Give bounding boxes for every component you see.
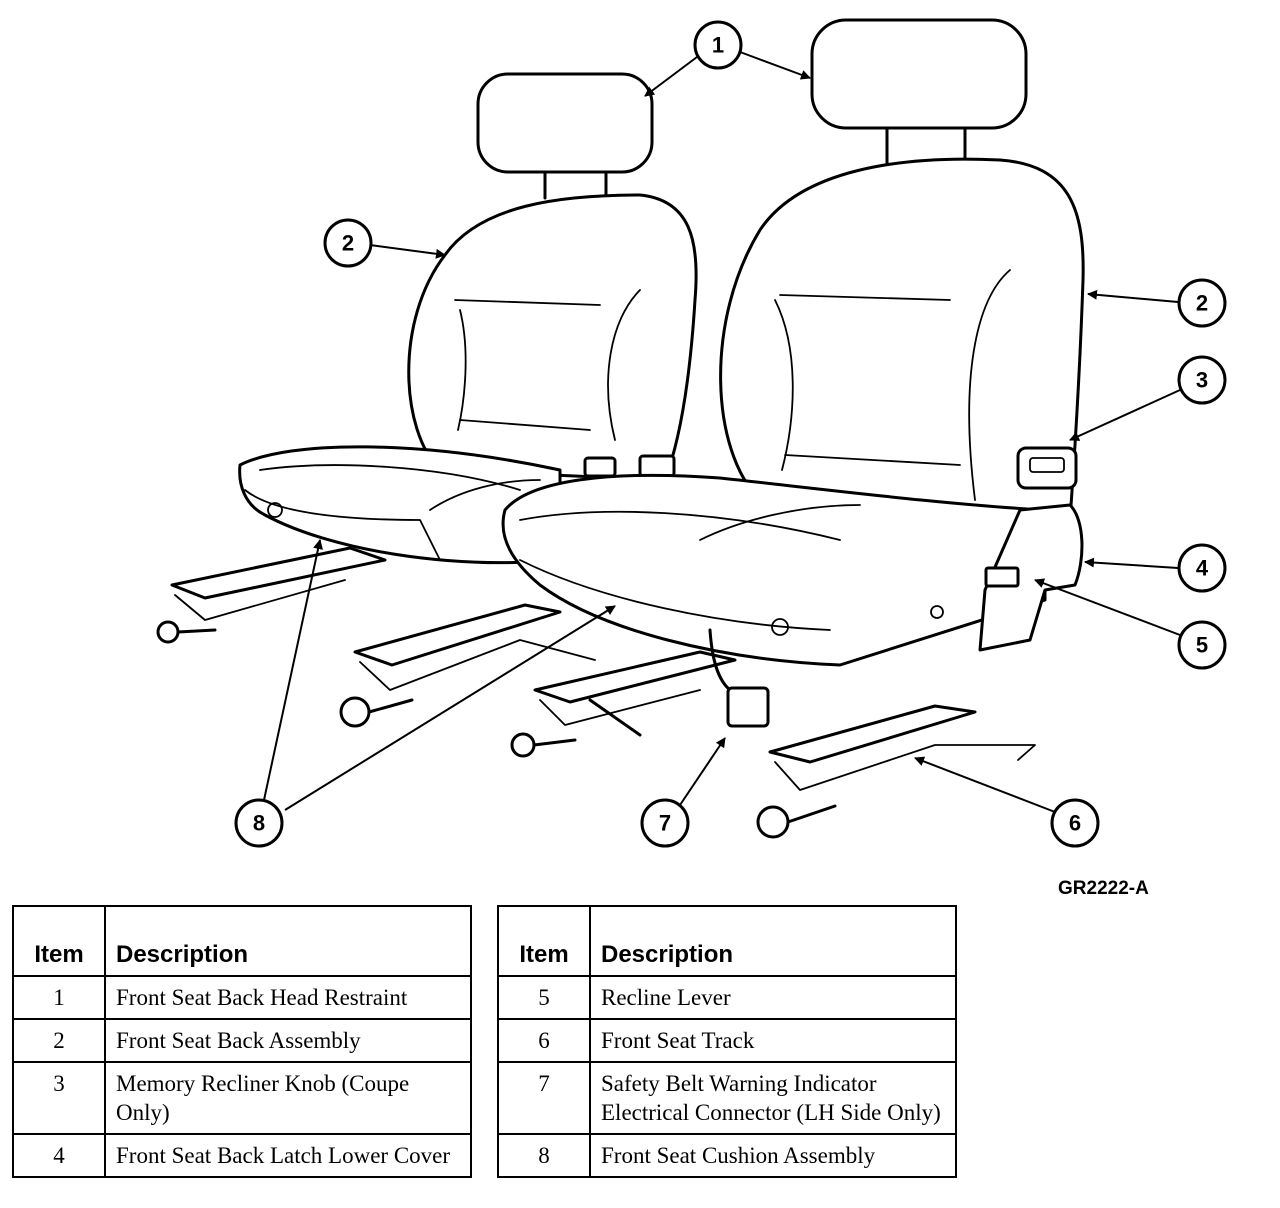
callout-4: 4	[1177, 543, 1227, 593]
left-seat	[238, 72, 698, 565]
item-number: 4	[12, 1133, 106, 1178]
table-row: 2 Front Seat Back Assembly	[12, 1018, 472, 1063]
seat-assembly-illustration: 1 2 2 3 4 5 6 7 8	[156, 18, 1227, 848]
svg-text:6: 6	[1069, 811, 1081, 836]
right-seat-back	[719, 157, 1085, 522]
legend-table-left: Item Description 1 Front Seat Back Head …	[12, 905, 472, 1178]
svg-text:2: 2	[342, 231, 354, 256]
svg-text:2: 2	[1196, 291, 1208, 316]
item-number: 6	[497, 1018, 591, 1063]
left-seat-back	[407, 193, 698, 482]
item-description: Recline Lever	[589, 975, 957, 1020]
right-head-restraint	[810, 18, 1028, 130]
svg-text:1: 1	[712, 33, 724, 58]
legend-header-row: Item Description	[497, 905, 957, 977]
item-number: 2	[12, 1018, 106, 1063]
header-item: Item	[12, 905, 106, 977]
item-description: Front Seat Back Latch Lower Cover	[104, 1133, 472, 1178]
callout-5: 5	[1177, 620, 1227, 670]
item-number: 3	[12, 1061, 106, 1135]
callout-7: 7	[640, 798, 690, 848]
table-row: 8 Front Seat Cushion Assembly	[497, 1133, 957, 1178]
item-number: 8	[497, 1133, 591, 1178]
callout-1a: 1	[693, 20, 743, 70]
item-description: Front Seat Cushion Assembly	[589, 1133, 957, 1178]
legend-table-right: Item Description 5 Recline Lever 6 Front…	[497, 905, 957, 1178]
svg-text:8: 8	[253, 811, 265, 836]
svg-text:3: 3	[1196, 368, 1208, 393]
callout-3: 3	[1177, 355, 1227, 405]
seat-tracks	[156, 546, 1036, 839]
svg-text:5: 5	[1196, 633, 1208, 658]
header-description: Description	[104, 905, 472, 977]
left-seat-cushion	[238, 445, 562, 565]
table-row: 4 Front Seat Back Latch Lower Cover	[12, 1133, 472, 1178]
legend-header-row: Item Description	[12, 905, 472, 977]
item-description: Front Seat Back Assembly	[104, 1018, 472, 1063]
item-description: Front Seat Back Head Restraint	[104, 975, 472, 1020]
header-description: Description	[589, 905, 957, 977]
svg-text:4: 4	[1196, 556, 1209, 581]
right-seat	[501, 18, 1085, 667]
item-description: Memory Recliner Knob (Coupe Only)	[104, 1061, 472, 1135]
figure-code: GR2222-A	[1058, 878, 1149, 899]
table-row: 5 Recline Lever	[497, 975, 957, 1020]
item-number: 1	[12, 975, 106, 1020]
leader-lines	[263, 51, 1181, 813]
table-row: 3 Memory Recliner Knob (Coupe Only)	[12, 1061, 472, 1135]
item-number: 5	[497, 975, 591, 1020]
left-head-restraint	[476, 72, 654, 174]
item-description: Front Seat Track	[589, 1018, 957, 1063]
right-seat-cushion	[501, 473, 1047, 667]
table-row: 1 Front Seat Back Head Restraint	[12, 975, 472, 1020]
callout-2a: 2	[323, 218, 373, 268]
callout-2b: 2	[1177, 278, 1227, 328]
callout-8: 8	[234, 798, 284, 848]
callout-6: 6	[1050, 798, 1100, 848]
table-row: 7 Safety Belt Warning Indicator Electric…	[497, 1061, 957, 1135]
item-number: 7	[497, 1061, 591, 1135]
item-description: Safety Belt Warning Indicator Electrical…	[589, 1061, 957, 1135]
header-item: Item	[497, 905, 591, 977]
table-row: 6 Front Seat Track	[497, 1018, 957, 1063]
svg-text:7: 7	[659, 811, 671, 836]
belt-connector	[726, 686, 770, 728]
